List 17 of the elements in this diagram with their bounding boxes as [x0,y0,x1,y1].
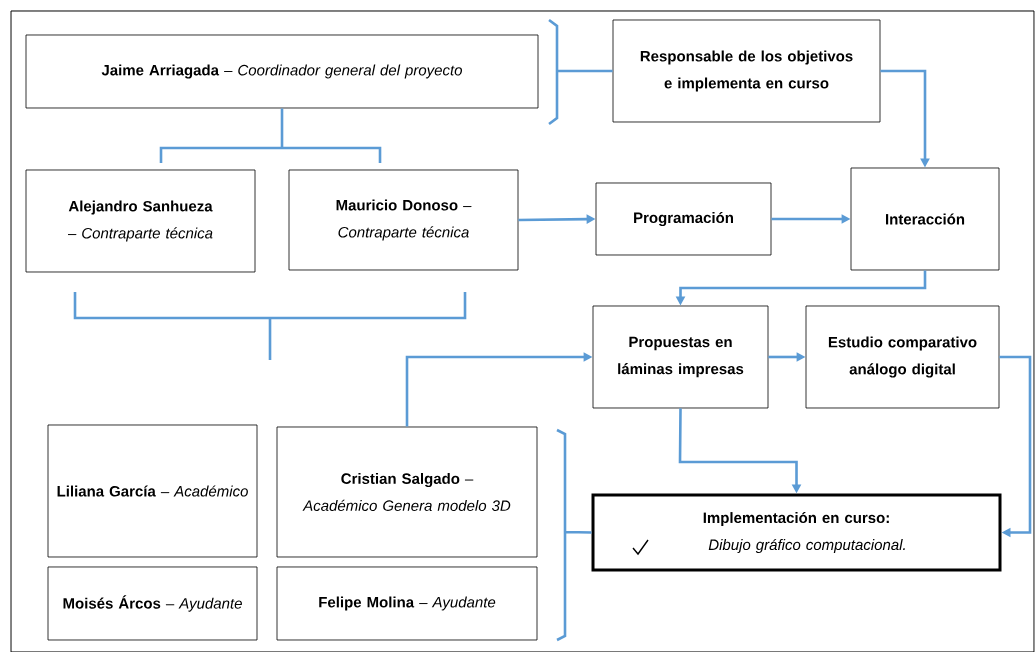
result-box: Implementación en curso: Dibujo gráfico computacional. [591,493,1002,572]
arrow [999,355,1032,538]
bracket-connector [555,428,593,642]
role-box: Moisés Árcos – Ayudante [47,566,258,641]
role-box: Liliana García – Académico [47,424,258,558]
role-box: Mauricio Donoso – Contraparte técnica [288,169,519,271]
process-box: Responsable de los objetivos e implementa en curso [612,19,881,123]
process-box: Interacción [850,167,1000,271]
process-box: Propuestas en láminas impresas [592,305,769,409]
role-box: Alejandro Sanhueza – Contraparte técnica [25,169,256,273]
role-box: Felipe Molina – Ayudante [276,566,538,641]
process-box: Programación [595,182,772,256]
bracket-connector [159,107,382,165]
role-box: Jaime Arriagada – Coordinador general del proyecto [25,34,539,109]
role-box: Cristian Salgado – Académico Genera modelo 3D [276,426,538,558]
bracket-connector [547,18,614,126]
process-box: Estudio comparativo análogo digital [805,305,1000,409]
